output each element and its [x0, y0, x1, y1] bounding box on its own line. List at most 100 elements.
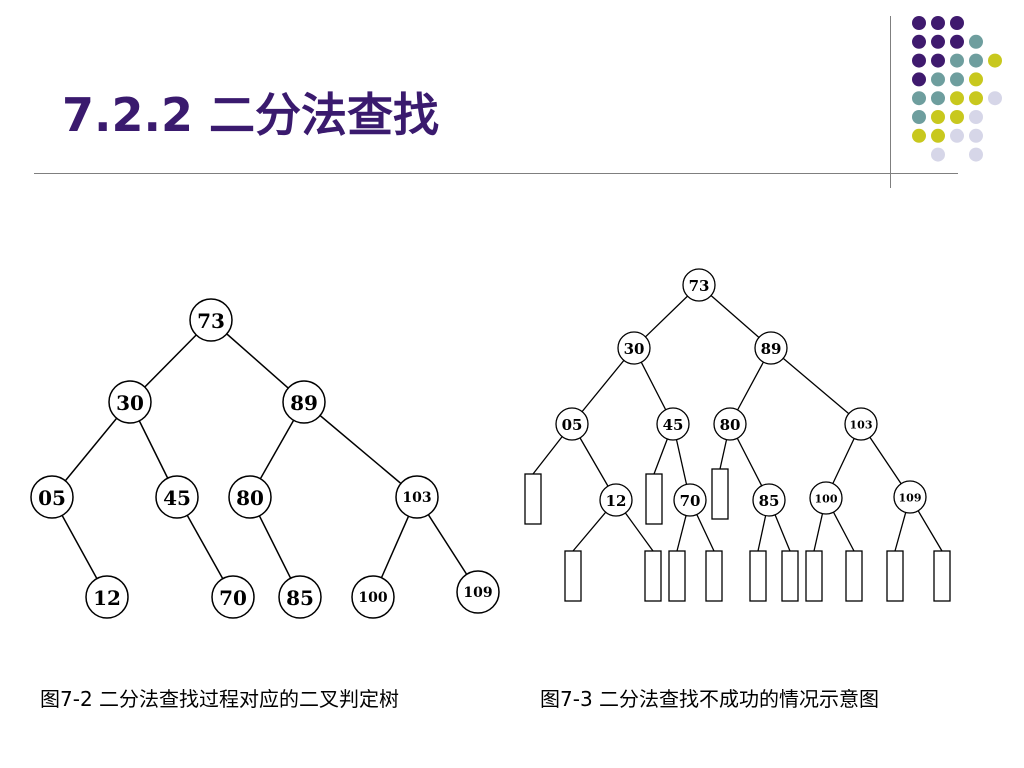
node-label: 30 [624, 340, 645, 358]
title-underline [34, 173, 958, 174]
node-circle [108, 380, 152, 424]
failure-node-box [705, 550, 723, 602]
node-label: 45 [663, 416, 684, 434]
decorative-dot [931, 53, 945, 68]
node-label: 85 [286, 586, 314, 610]
node-label: 05 [562, 416, 583, 434]
decorative-dot [969, 147, 983, 162]
node-circle [555, 407, 589, 441]
node-label: 85 [759, 492, 780, 510]
decorative-dot [931, 147, 945, 162]
decorative-dot [912, 53, 926, 68]
failure-node-box [564, 550, 582, 602]
node-label: 89 [290, 391, 318, 415]
node-circle [189, 298, 233, 342]
decorative-dot [969, 34, 983, 49]
failure-node-box [805, 550, 823, 602]
decorative-dot [969, 91, 983, 106]
node-label: 45 [163, 486, 191, 510]
node-circle [754, 331, 788, 365]
decorative-dot [950, 16, 964, 30]
decorative-dot [912, 34, 926, 49]
decorative-dot [969, 72, 983, 87]
node-label: 100 [815, 493, 838, 506]
failure-node-box [886, 550, 904, 602]
vertical-divider [890, 16, 891, 188]
node-circle [30, 475, 74, 519]
decorative-dot [912, 128, 926, 143]
figure-caption-left: 图7-2 二分法查找过程对应的二叉判定树 [40, 687, 400, 711]
figure-caption-right: 图7-3 二分法查找不成功的情况示意图 [540, 687, 880, 711]
decorative-dot [931, 91, 945, 106]
decorative-dot [931, 72, 945, 87]
decorative-dot [931, 16, 945, 30]
failure-node-box [781, 550, 799, 602]
decorative-dot [950, 72, 964, 87]
node-label: 109 [899, 492, 922, 505]
decorative-dot-grid [912, 16, 1002, 162]
node-circle [809, 481, 843, 515]
node-label: 89 [761, 340, 782, 358]
node-circle [85, 575, 129, 619]
node-circle [682, 268, 716, 302]
node-label: 73 [689, 277, 710, 295]
node-circle [713, 407, 747, 441]
failure-node-box [645, 473, 663, 525]
decorative-dot [950, 128, 964, 143]
node-circle [844, 407, 878, 441]
failure-node-box [845, 550, 863, 602]
node-label: 05 [38, 486, 66, 510]
decorative-dot [988, 53, 1002, 68]
decorative-dot [950, 91, 964, 106]
node-label: 70 [680, 492, 701, 510]
node-circle [351, 575, 395, 619]
decorative-dot [969, 53, 983, 68]
edge-89-103 [770, 347, 862, 425]
node-label: 73 [197, 309, 225, 333]
failure-node-box [668, 550, 686, 602]
decorative-dot [950, 53, 964, 68]
failure-node-box [749, 550, 767, 602]
node-label: 100 [358, 590, 387, 606]
node-circle [893, 480, 927, 514]
node-label: 30 [116, 391, 144, 415]
node-label: 12 [606, 492, 627, 510]
failure-node-box [711, 468, 729, 520]
decorative-dot [931, 128, 945, 143]
node-circle [599, 483, 633, 517]
node-circle [155, 475, 199, 519]
decorative-dot [969, 128, 983, 143]
failure-node-box [644, 550, 662, 602]
decorative-dot [950, 34, 964, 49]
node-label: 80 [720, 416, 741, 434]
node-label: 70 [219, 586, 247, 610]
node-label: 109 [463, 585, 492, 601]
node-circle [282, 380, 326, 424]
node-label: 80 [236, 486, 264, 510]
node-label: 12 [93, 586, 121, 610]
edge-89-103 [303, 401, 418, 498]
node-circle [211, 575, 255, 619]
slide-title: 7.2.2 二分法查找 [62, 88, 439, 142]
failure-node-box [933, 550, 951, 602]
node-circle [617, 331, 651, 365]
node-circle [278, 575, 322, 619]
decorative-dot [912, 110, 926, 124]
node-label: 103 [850, 419, 873, 432]
decorative-dot [912, 72, 926, 87]
failure-node-box [524, 473, 542, 525]
node-label: 103 [402, 490, 431, 506]
decorative-dot [988, 91, 1002, 106]
node-circle [456, 570, 500, 614]
decorative-dot [931, 110, 945, 124]
node-circle [228, 475, 272, 519]
decorative-dot [950, 110, 964, 124]
decorative-dot [931, 34, 945, 49]
decorative-dot [969, 110, 983, 124]
node-circle [656, 407, 690, 441]
node-circle [752, 483, 786, 517]
decorative-dot [912, 16, 926, 30]
decorative-dot [912, 91, 926, 106]
